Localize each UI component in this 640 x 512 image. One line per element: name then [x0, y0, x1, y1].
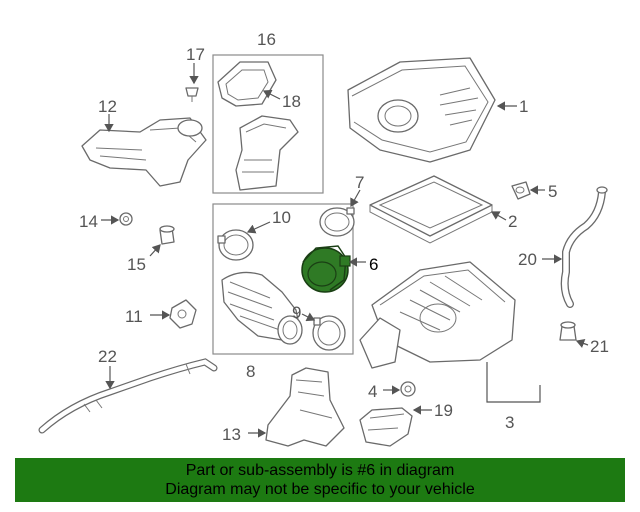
label-22: 22 — [98, 347, 117, 366]
label-1: 1 — [519, 97, 528, 116]
label-10: 10 — [272, 208, 291, 227]
part-4-grommet[interactable] — [400, 381, 416, 397]
part-17-push-pin[interactable] — [185, 87, 199, 102]
part-13-resonator[interactable] — [265, 367, 345, 447]
part-3-air-cleaner-housing[interactable] — [359, 261, 516, 369]
part-22-drain-tube[interactable] — [38, 358, 218, 434]
label-11: 11 — [125, 307, 143, 326]
part-20-breather-hose[interactable] — [560, 186, 608, 308]
part-12-inlet-duct[interactable] — [81, 117, 207, 187]
label-14: 14 — [79, 212, 98, 231]
info-banner: Part or sub-assembly is #6 in diagram Di… — [15, 458, 625, 502]
label-21: 21 — [590, 337, 609, 356]
part-2-air-filter[interactable] — [369, 175, 493, 244]
label-19: 19 — [434, 401, 453, 420]
label-20: 20 — [518, 250, 537, 269]
group-bracket-3 — [486, 362, 541, 403]
part-15-grommet[interactable] — [159, 225, 175, 245]
label-18: 18 — [282, 92, 301, 111]
part-1-air-cleaner-cover[interactable] — [347, 57, 496, 163]
part-6-mass-airflow-sensor[interactable] — [301, 245, 351, 293]
part-9-clamp[interactable] — [312, 315, 346, 351]
label-8: 8 — [246, 362, 255, 381]
part-11-sensor[interactable] — [169, 299, 197, 329]
part-5-grommet[interactable] — [511, 181, 531, 200]
label-12: 12 — [98, 97, 117, 116]
label-9: 9 — [292, 303, 301, 322]
part-14-grommet[interactable] — [119, 212, 133, 226]
part-19-bracket[interactable] — [359, 407, 413, 447]
parts-diagram: 1 2 3 4 5 6 7 — [38, 30, 609, 447]
part-21-clip[interactable] — [559, 321, 577, 341]
part-18-seal[interactable] — [217, 61, 277, 107]
label-4: 4 — [368, 382, 377, 401]
label-2: 2 — [508, 212, 517, 231]
part-7-clamp[interactable] — [319, 207, 355, 237]
group-box-16 — [212, 54, 324, 194]
label-13: 13 — [222, 425, 241, 444]
label-15: 15 — [127, 255, 146, 274]
label-17: 17 — [186, 45, 205, 64]
part-10-clamp[interactable] — [217, 229, 254, 261]
label-16: 16 — [257, 30, 276, 49]
label-3: 3 — [505, 413, 514, 432]
part-8-intake-duct[interactable] — [221, 271, 303, 345]
label-7: 7 — [355, 173, 364, 192]
banner-line-1: Part or sub-assembly is #6 in diagram — [185, 462, 455, 479]
label-5: 5 — [548, 182, 557, 201]
group-box-8 — [212, 203, 354, 355]
label-6: 6 — [369, 255, 378, 274]
banner-line-2: Diagram may not be specific to your vehi… — [165, 481, 475, 498]
part-16-intake-duct[interactable] — [235, 115, 299, 191]
